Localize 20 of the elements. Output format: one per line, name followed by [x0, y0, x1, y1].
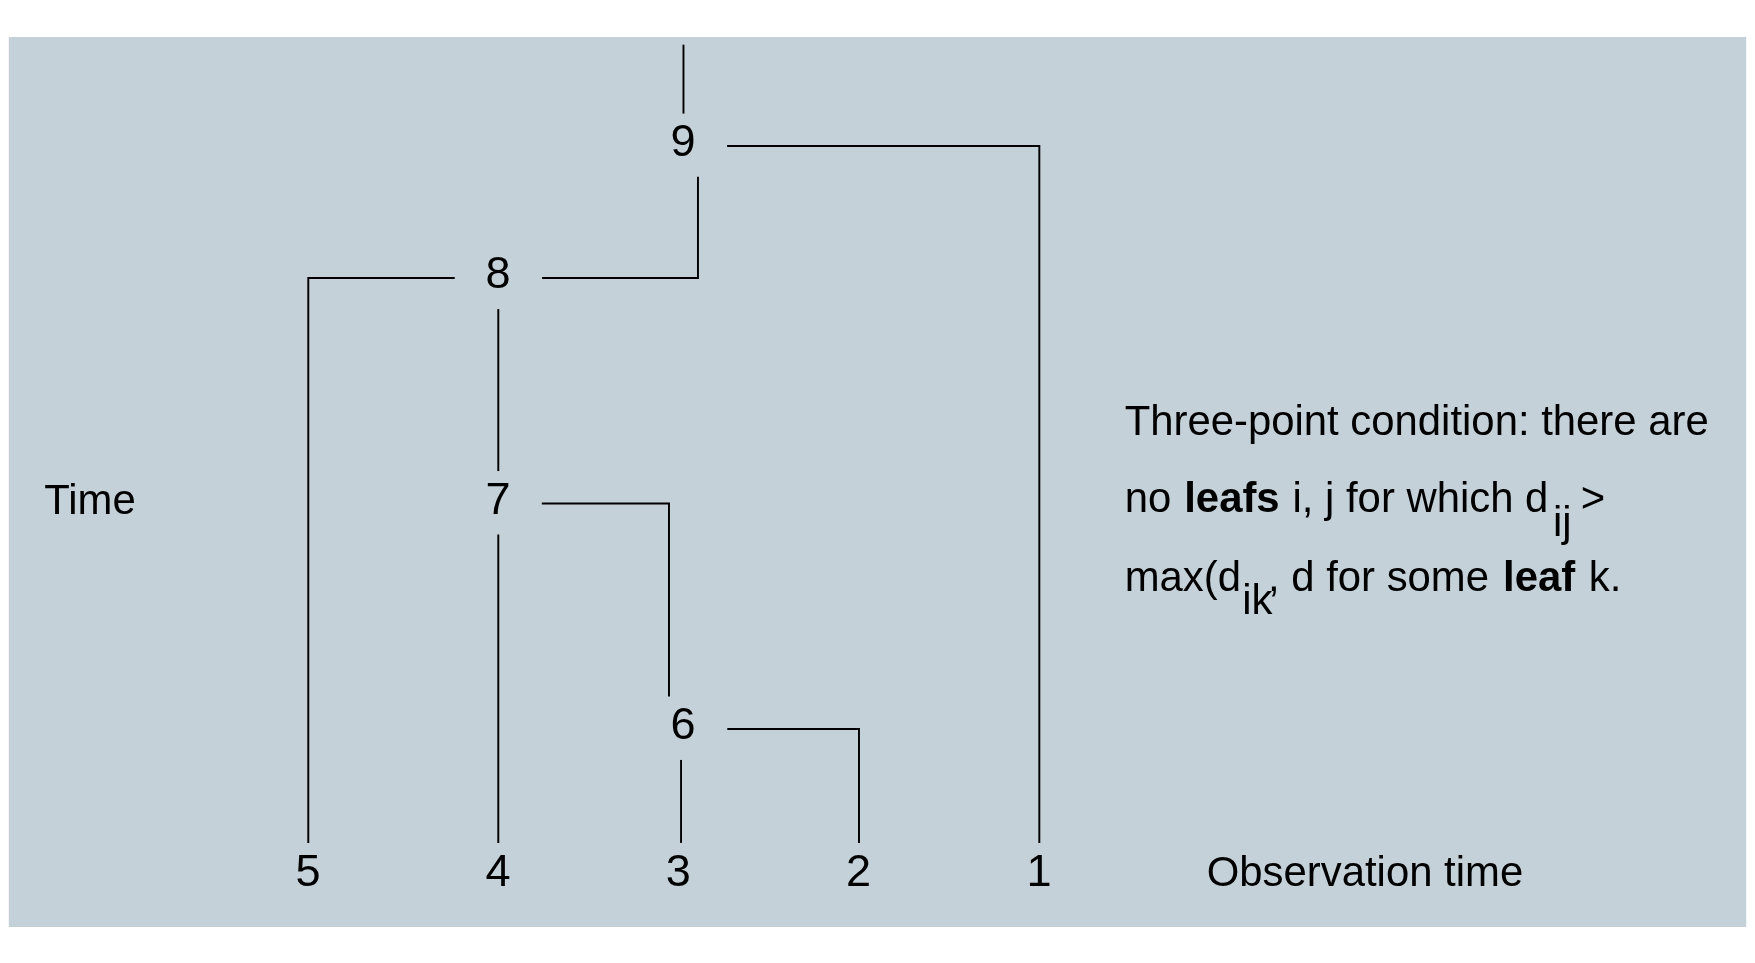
node-text: 4: [485, 844, 511, 896]
connector: [680, 758, 682, 844]
connector: [540, 502, 670, 697]
connector: [541, 175, 699, 279]
node-text: 5: [295, 844, 321, 896]
connector: [726, 727, 860, 844]
label: Observation time: [1206, 847, 1524, 895]
connector: [307, 276, 456, 844]
connector: [682, 43, 685, 115]
node-text: 6: [670, 697, 696, 749]
node-text: 7: [485, 472, 511, 524]
connector: [497, 307, 500, 472]
label: Time: [44, 475, 136, 523]
node-text: 1: [1026, 844, 1052, 896]
node-text: 2: [846, 844, 872, 896]
connector: [726, 144, 1041, 844]
node-text: 9: [670, 114, 696, 166]
node-text: 8: [485, 246, 511, 298]
node-text: 3: [665, 844, 691, 896]
connector: [497, 532, 500, 844]
